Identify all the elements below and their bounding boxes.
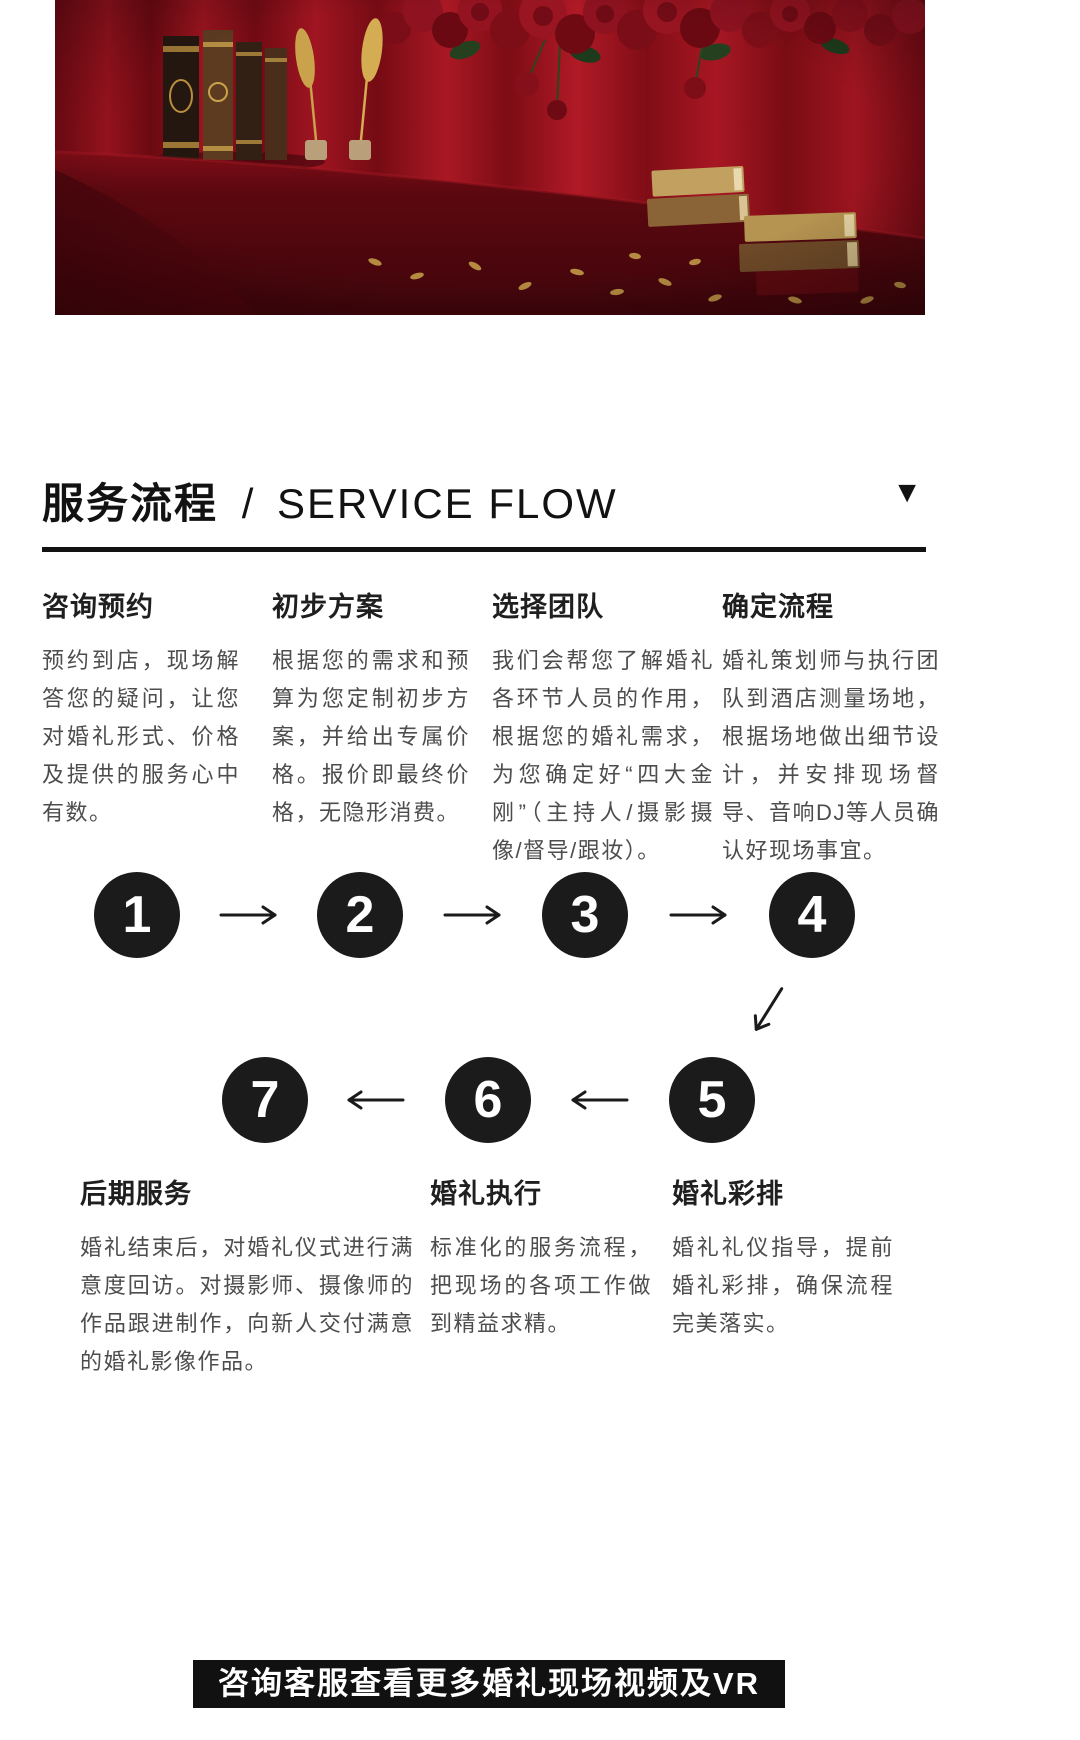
step-number: 2 <box>345 886 375 944</box>
section-title: 服务流程 / SERVICE FLOW <box>42 470 926 531</box>
arrow-right-icon <box>443 905 501 925</box>
step-circle-3: 3 <box>542 872 628 958</box>
step-column-wedding-rehearsal: 婚礼彩排 婚礼礼仪指导，提前婚礼彩排，确保流程完美落实。 <box>672 1172 894 1343</box>
step-number: 3 <box>570 886 600 944</box>
step-title: 后期服务 <box>80 1179 192 1209</box>
step-number: 4 <box>797 886 827 944</box>
step-title: 选择团队 <box>492 592 604 622</box>
step-column-after-service: 后期服务 婚礼结束后，对婚礼仪式进行满意度回访。对摄影师、摄像师的作品跟进制作，… <box>80 1172 414 1381</box>
step-circle-7: 7 <box>222 1057 308 1143</box>
step-title: 初步方案 <box>272 592 384 622</box>
step-circle-4: 4 <box>769 872 855 958</box>
step-column-confirm-process: 确定流程 婚礼策划师与执行团队到酒店测量场地，根据场地做出细节设计，并安排现场督… <box>722 585 940 870</box>
step-column-initial-plan: 初步方案 根据您的需求和预算为您定制初步方案，并给出专属价格。报价即最终价格，无… <box>272 585 470 832</box>
wedding-stage-illustration <box>55 0 925 315</box>
step-circle-2: 2 <box>317 872 403 958</box>
arrow-right-icon <box>669 905 727 925</box>
arrow-left-icon <box>571 1090 629 1110</box>
step-body: 根据您的需求和预算为您定制初步方案，并给出专属价格。报价即最终价格，无隐形消费。 <box>272 648 470 825</box>
step-body: 婚礼结束后，对婚礼仪式进行满意度回访。对摄影师、摄像师的作品跟进制作，向新人交付… <box>80 1235 414 1374</box>
triangle-down-icon: ▼ <box>892 476 922 509</box>
step-number: 5 <box>697 1071 727 1129</box>
step-title: 确定流程 <box>722 592 834 622</box>
step-number: 7 <box>250 1071 280 1129</box>
step-title: 咨询预约 <box>42 592 154 622</box>
section-title-cn: 服务流程 <box>42 480 219 527</box>
cta-banner[interactable]: 咨询客服查看更多婚礼现场视频及VR <box>193 1660 785 1708</box>
step-number: 1 <box>122 886 152 944</box>
section-title-separator: / <box>241 480 254 527</box>
step-circle-1: 1 <box>94 872 180 958</box>
arrow-left-icon <box>347 1090 405 1110</box>
step-body: 预约到店，现场解答您的疑问，让您对婚礼形式、价格及提供的服务心中有数。 <box>42 648 240 825</box>
step-number: 6 <box>473 1071 503 1129</box>
arrow-down-left-icon <box>753 987 784 1031</box>
step-title: 婚礼执行 <box>430 1179 542 1209</box>
section-title-en: SERVICE FLOW <box>277 480 618 527</box>
step-circle-5: 5 <box>669 1057 755 1143</box>
section-header: 服务流程 / SERVICE FLOW ▼ <box>42 470 926 552</box>
step-column-consultation: 咨询预约 预约到店，现场解答您的疑问，让您对婚礼形式、价格及提供的服务心中有数。 <box>42 585 240 832</box>
arrow-right-icon <box>219 905 277 925</box>
step-column-choose-team: 选择团队 我们会帮您了解婚礼各环节人员的作用，根据您的婚礼需求，为您确定好“四大… <box>492 585 714 870</box>
step-column-wedding-execution: 婚礼执行 标准化的服务流程，把现场的各项工作做到精益求精。 <box>430 1172 652 1343</box>
step-body: 婚礼策划师与执行团队到酒店测量场地，根据场地做出细节设计，并安排现场督导、音响D… <box>722 648 940 863</box>
step-title: 婚礼彩排 <box>672 1179 784 1209</box>
step-body: 标准化的服务流程，把现场的各项工作做到精益求精。 <box>430 1235 652 1336</box>
step-body: 我们会帮您了解婚礼各环节人员的作用，根据您的婚礼需求，为您确定好“四大金刚”（主… <box>492 648 714 863</box>
step-body: 婚礼礼仪指导，提前婚礼彩排，确保流程完美落实。 <box>672 1235 894 1336</box>
step-circle-6: 6 <box>445 1057 531 1143</box>
wedding-stage-photo <box>55 0 925 315</box>
